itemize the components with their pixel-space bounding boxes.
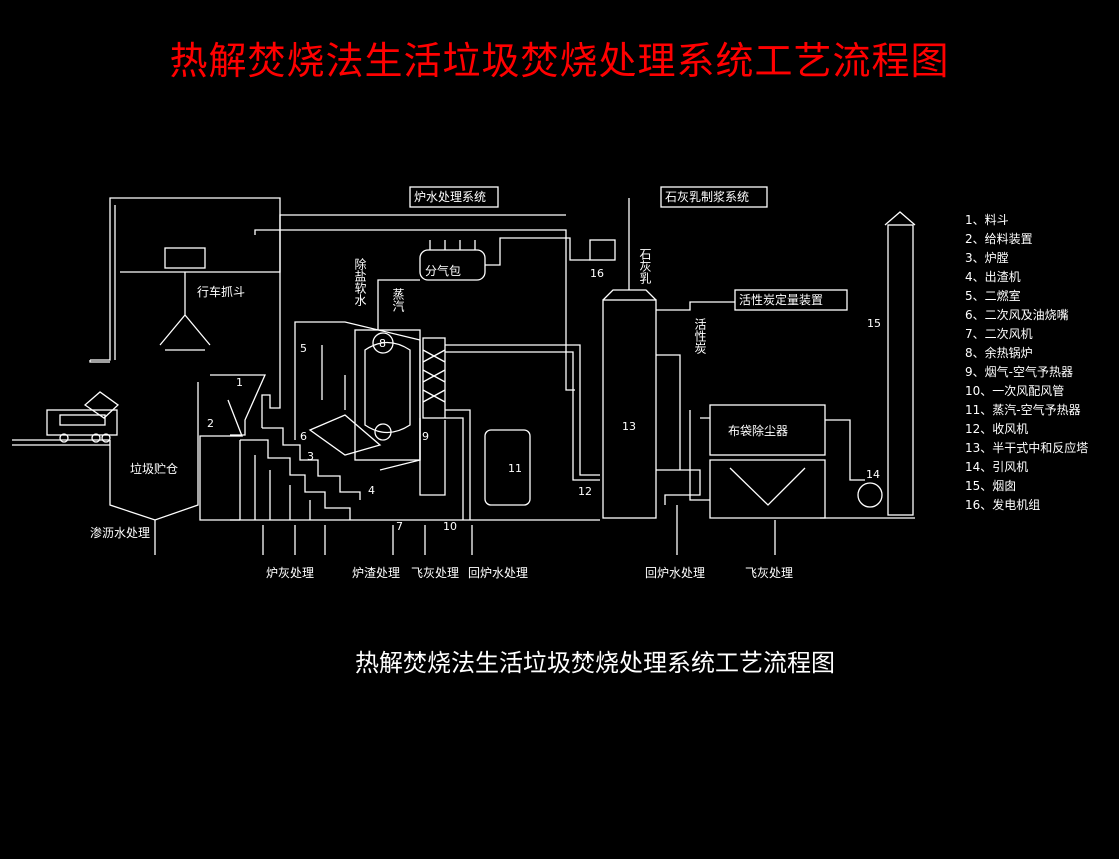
number-8: 8	[379, 337, 386, 350]
leachate-treatment-label: 渗沥水处理	[90, 525, 150, 540]
legend-item: 15、烟囱	[965, 479, 1016, 493]
lime-milk-label: 石灰乳	[638, 248, 652, 284]
diagram-title: 热解焚烧法生活垃圾焚烧处理系统工艺流程图	[169, 39, 950, 83]
number-1: 1	[236, 376, 243, 389]
boiler-water-system-label: 炉水处理系统	[414, 190, 486, 204]
return-water-treatment-label-2: 回炉水处理	[645, 566, 705, 580]
number-7: 7	[396, 520, 403, 533]
induced-fan-and-chimney	[820, 211, 916, 519]
legend: 1、料斗 2、给料装置 3、炉膛 4、出渣机 5、二燃室 6、二次风及油烧嘴 7…	[965, 213, 1088, 512]
number-16: 16	[590, 267, 604, 280]
slag-treatment-label: 炉渣处理	[352, 566, 400, 580]
activated-carbon-unit-label: 活性炭定量装置	[739, 292, 823, 307]
lime-slurry-system-label: 石灰乳制浆系统	[665, 189, 749, 204]
diagram-subtitle: 热解焚烧法生活垃圾焚烧处理系统工艺流程图	[355, 649, 835, 677]
boiler-water-system-box	[409, 186, 499, 208]
number-3: 3	[307, 450, 314, 463]
output-arrows	[154, 505, 776, 555]
steam-air-preheater	[470, 429, 600, 521]
lime-slurry-system-box	[660, 186, 768, 208]
steam-label: 蒸汽	[391, 288, 405, 312]
legend-item: 13、半干式中和反应塔	[965, 440, 1088, 455]
legend-item: 16、发电机组	[965, 497, 1040, 512]
furnace	[230, 214, 566, 521]
legend-item: 9、烟气-空气予热器	[965, 364, 1073, 379]
garbage-truck-icon	[46, 391, 120, 443]
number-15: 15	[867, 317, 881, 330]
legend-item: 4、出渣机	[965, 270, 1021, 284]
fly-ash-treatment-label-2: 飞灰处理	[745, 566, 793, 580]
reaction-tower	[602, 198, 735, 519]
activated-carbon-unit-box	[734, 289, 848, 311]
number-4: 4	[368, 484, 375, 497]
crane-grab-label: 行车抓斗	[197, 284, 245, 299]
desalted-water-label: 除盐软水	[353, 257, 367, 306]
activated-carbon-label: 活性炭	[693, 318, 707, 355]
legend-item: 6、二次风及油烧嘴	[965, 308, 1069, 322]
number-12: 12	[578, 485, 592, 498]
legend-item: 5、二燃室	[965, 288, 1021, 303]
legend-item: 12、收风机	[965, 422, 1028, 436]
number-2: 2	[207, 417, 214, 430]
secondary-chamber	[294, 321, 421, 471]
hopper-feeder	[199, 374, 267, 521]
number-6: 6	[300, 430, 307, 443]
garbage-bunker-label: 垃圾贮仓	[130, 461, 178, 476]
legend-item: 2、给料装置	[965, 232, 1033, 246]
number-14: 14	[866, 468, 880, 481]
legend-item: 3、炉膛	[965, 251, 1009, 265]
steam-drum	[377, 237, 616, 330]
garbage-bunker	[89, 197, 281, 521]
legend-item: 1、料斗	[965, 213, 1009, 227]
crane-icon	[159, 247, 211, 351]
waste-heat-boiler	[354, 329, 446, 496]
steam-drum-label: 分气包	[425, 263, 461, 278]
flue-duct	[254, 229, 600, 520]
baghouse-label: 布袋除尘器	[728, 423, 788, 438]
legend-item: 10、一次风配风管	[965, 383, 1064, 398]
legend-item: 14、引风机	[965, 460, 1028, 474]
number-13: 13	[622, 420, 636, 433]
number-5: 5	[300, 342, 307, 355]
legend-item: 7、二次风机	[965, 327, 1033, 341]
number-9: 9	[422, 430, 429, 443]
furnace-ash-treatment-label: 炉灰处理	[266, 566, 314, 580]
number-10: 10	[443, 520, 457, 533]
legend-item: 11、蒸汽-空气予热器	[965, 402, 1081, 417]
return-water-treatment-label-1: 回炉水处理	[468, 566, 528, 580]
fly-ash-treatment-label-1: 飞灰处理	[411, 566, 459, 580]
number-11: 11	[508, 462, 522, 475]
legend-item: 8、余热锅炉	[965, 345, 1033, 360]
baghouse	[689, 404, 865, 519]
